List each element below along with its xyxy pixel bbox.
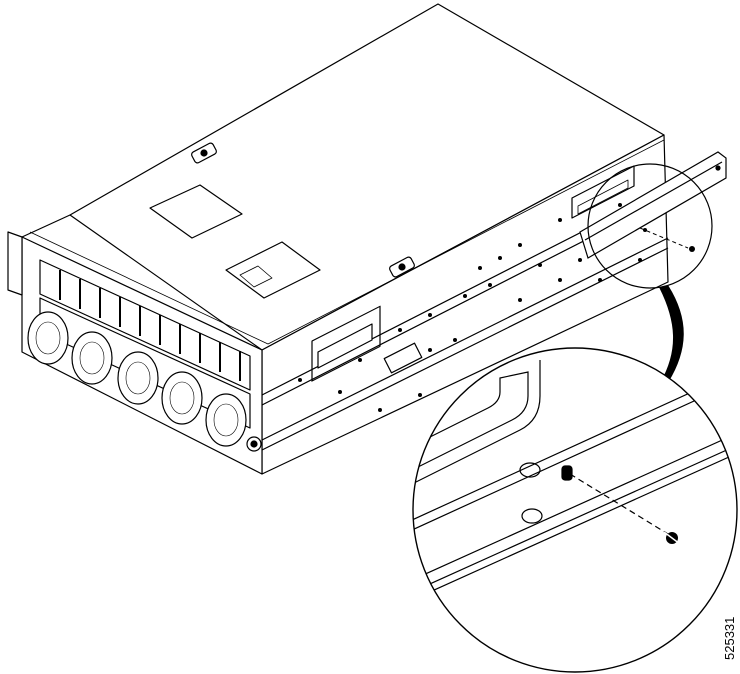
- side-handle: [311, 305, 381, 382]
- front-ear-bracket: [7, 231, 23, 296]
- keyhole-slot: [519, 462, 541, 478]
- handle-detail: [413, 371, 529, 471]
- top-label-1: [149, 184, 243, 239]
- detail-circle-small: [587, 163, 713, 289]
- front-fans: [27, 311, 247, 447]
- cover-latch: [191, 142, 217, 164]
- server-chassis: [7, 3, 669, 475]
- magnified-detail: [412, 347, 738, 673]
- screw-hole: [561, 465, 573, 481]
- top-label-2: [225, 241, 321, 299]
- cover-latch: [389, 256, 415, 278]
- screw-icon: [663, 531, 681, 545]
- side-panel-holes: [298, 203, 647, 412]
- keyhole-slot: [521, 508, 543, 524]
- figure-id-label: 525331: [722, 616, 737, 660]
- side-handle: [571, 165, 635, 219]
- side-label: [383, 342, 423, 374]
- screw-icon: [689, 246, 695, 252]
